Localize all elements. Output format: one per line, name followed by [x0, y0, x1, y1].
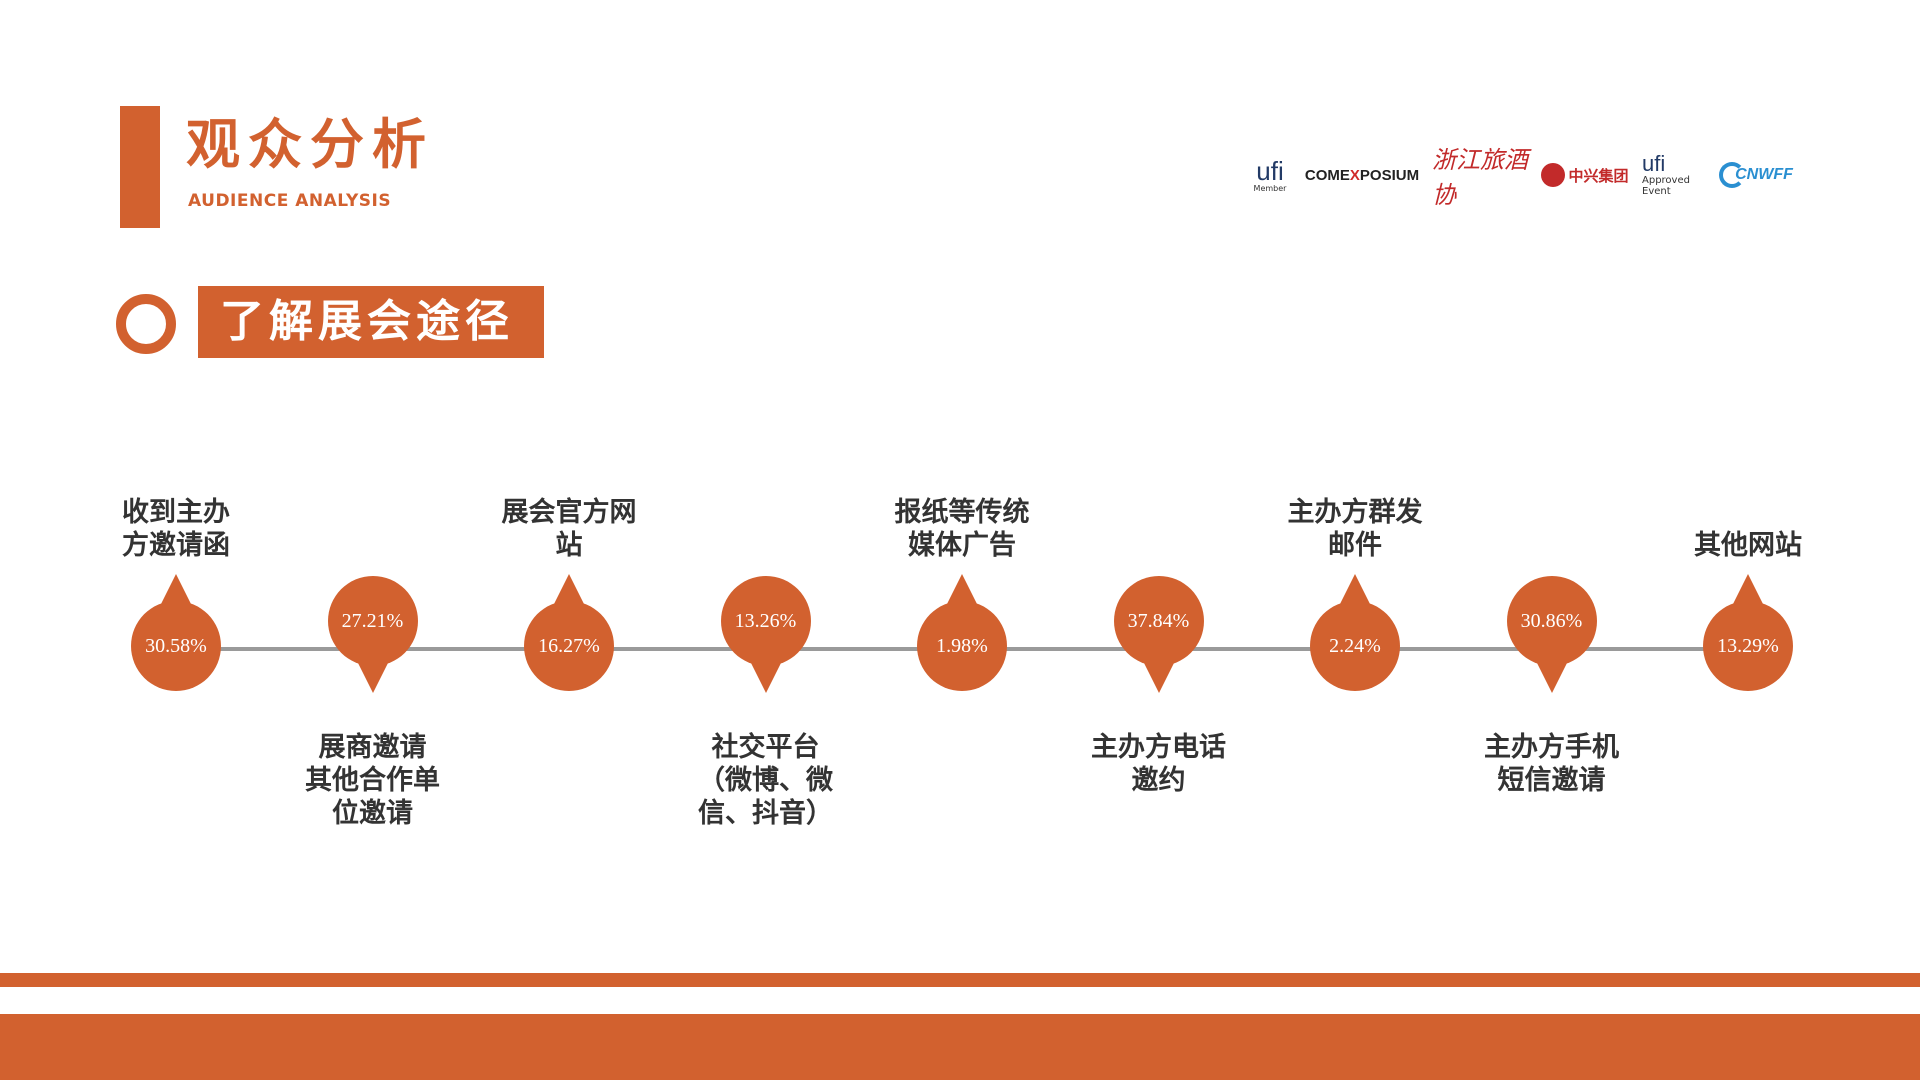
cnwff-ring-icon: [1719, 162, 1746, 188]
ufi-member-logo: ufi Member: [1250, 145, 1290, 205]
footer-thin-stripe: [0, 973, 1920, 987]
timeline-label: 报纸等传统媒体广告: [877, 497, 1047, 563]
timeline-label-line: 报纸等传统: [894, 497, 1030, 529]
ufi-approved-logo-text: ufi: [1642, 151, 1666, 176]
footer-thick-stripe: [0, 1014, 1920, 1080]
timeline-label-line: 主办方电话: [1091, 732, 1226, 763]
timeline-label: 社交平台（微博、微信、抖音）: [681, 732, 851, 831]
timeline-marker: 1.98%: [917, 574, 1007, 691]
zhejiang-association-logo: 浙江旅酒协: [1432, 148, 1528, 209]
timeline-label-line: （微博、微: [698, 764, 833, 796]
timeline-label-line: 短信邀请: [1497, 764, 1606, 796]
timeline-label-line: 媒体广告: [908, 530, 1016, 562]
timeline-marker: 37.84%: [1113, 576, 1204, 693]
timeline-label-line: 展会官方网: [501, 497, 637, 529]
timeline-value: 16.27%: [538, 634, 600, 657]
timeline-label-line: 展商邀请: [318, 732, 427, 763]
ufi-member-logo-sub: Member: [1253, 183, 1287, 193]
ufi-approved-sub-2: Event: [1642, 186, 1671, 197]
ufi-approved-sub-1: Approved: [1642, 175, 1690, 186]
timeline-value: 37.84%: [1127, 609, 1190, 632]
timeline-marker: 27.21%: [327, 576, 418, 693]
timeline-label: 其他网站: [1663, 530, 1833, 563]
timeline-label: 主办方电话邀约: [1074, 732, 1244, 798]
section-ring-icon: [116, 294, 176, 354]
timeline-label-line: 其他合作单: [305, 764, 440, 796]
comexposium-logo-part-b: POSIUM: [1359, 166, 1420, 184]
section-title: 了解展会途径: [198, 286, 544, 358]
page-title: 观众分析: [186, 113, 434, 176]
timeline-label: 展商邀请其他合作单位邀请: [288, 732, 458, 831]
timeline-label-line: 收到主办: [122, 497, 230, 529]
timeline-marker: 30.58%: [131, 574, 221, 691]
timeline-label-line: 邀约: [1131, 764, 1186, 796]
timeline-marker: 2.24%: [1310, 574, 1400, 691]
page-subtitle: AUDIENCE ANALYSIS: [188, 191, 392, 211]
timeline-value: 27.21%: [341, 609, 404, 632]
timeline-label-line: 信、抖音）: [698, 797, 833, 829]
comexposium-logo-x: X: [1349, 166, 1360, 184]
timeline-label-line: 主办方手机: [1484, 732, 1619, 763]
timeline-label-line: 站: [555, 530, 583, 562]
timeline-label-line: 邮件: [1328, 530, 1382, 562]
timeline-label-line: 其他网站: [1694, 530, 1802, 562]
timeline-label: 主办方群发邮件: [1270, 497, 1440, 563]
zhongxing-logo-text: 中兴集团: [1568, 166, 1629, 185]
comexposium-logo-part-a: COME: [1304, 166, 1350, 184]
ufi-approved-logo: ufi Approved Event: [1642, 145, 1700, 205]
timeline-value: 2.24%: [1329, 634, 1381, 657]
cnwff-logo: CNWFF: [1716, 145, 1796, 205]
timeline-label: 收到主办方邀请函: [91, 497, 261, 563]
timeline-marker: 13.26%: [720, 576, 811, 693]
zhongxing-mark-icon: [1541, 163, 1566, 187]
timeline-value: 30.86%: [1520, 609, 1583, 632]
timeline-marker: 13.29%: [1703, 574, 1793, 691]
timeline-marker: 16.27%: [524, 574, 614, 691]
title-accent-bar: [120, 106, 160, 228]
timeline-label-line: 社交平台: [711, 732, 820, 763]
timeline-marker: 30.86%: [1506, 576, 1597, 693]
timeline-label-line: 位邀请: [332, 797, 413, 829]
timeline-label-line: 主办方群发: [1287, 497, 1423, 529]
timeline-value: 13.29%: [1717, 634, 1779, 657]
ufi-member-logo-text: ufi: [1256, 155, 1284, 186]
zhongxing-group-logo: 中兴集团: [1537, 145, 1633, 205]
timeline-label: 展会官方网站: [484, 497, 654, 563]
timeline-value: 13.26%: [734, 609, 797, 632]
timeline-value: 1.98%: [936, 634, 988, 657]
timeline-value: 30.58%: [145, 634, 207, 657]
timeline-label-line: 方邀请函: [122, 530, 230, 562]
cnwff-logo-text: CNWFF: [1735, 166, 1793, 183]
timeline-label: 主办方手机短信邀请: [1467, 732, 1637, 798]
